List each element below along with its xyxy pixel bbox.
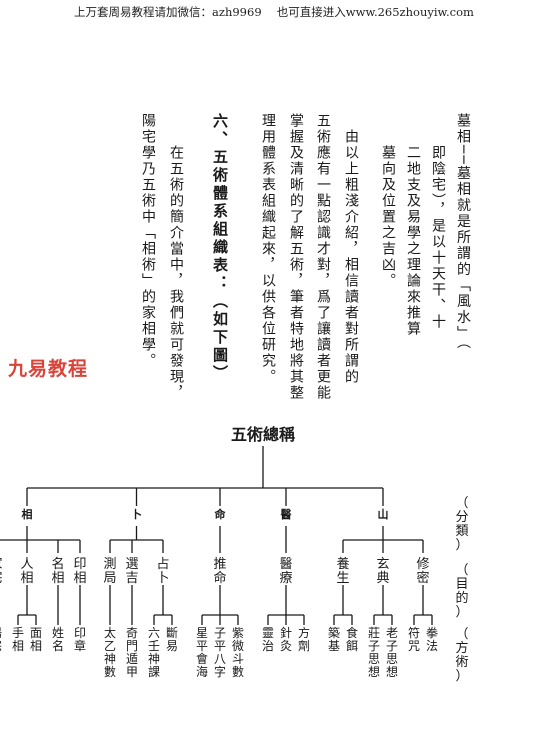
- legend-label: （目的）: [455, 563, 468, 620]
- method-label: 方劑: [298, 625, 310, 653]
- purpose-label: 家宅: [0, 556, 3, 586]
- text-column-2: 即陰宅），是以十天干、十: [430, 113, 446, 330]
- legend-label: （方術）: [455, 627, 468, 684]
- method-label: 食餌: [346, 625, 358, 653]
- purpose-label: 測局: [103, 557, 116, 586]
- header-banner: 上万套周易教程请加微信：azh9969 也可直接进入www.265zhouyiw…: [74, 5, 474, 19]
- method-label: 靈治: [262, 626, 274, 653]
- watermark-logo: 九易教程: [8, 358, 89, 380]
- method-label: 姓名: [52, 626, 64, 653]
- purpose-label: 玄典: [376, 557, 389, 586]
- text-column-8: 理用體系表組織起來，以供各位研究。: [260, 113, 276, 385]
- purpose-label: 人相: [20, 557, 33, 586]
- method-label: 符咒: [408, 625, 420, 653]
- purpose-label: 名相: [51, 556, 64, 586]
- text-column-4: 墓向及位置之吉凶。: [380, 113, 396, 289]
- method-label: 莊子思想: [368, 626, 380, 679]
- method-label: 拳法: [426, 625, 438, 653]
- category-label: 卜: [131, 508, 142, 521]
- method-label: 奇門遁甲: [126, 626, 138, 679]
- method-label: 築基: [328, 625, 340, 653]
- method-label: 面相: [30, 626, 42, 653]
- text-column-10: 在五術的簡介當中，我們就可發現，: [168, 113, 184, 401]
- diagram-title: 五術總稱: [231, 425, 295, 444]
- text-column-1: 墓相──墓相就是所謂的「風水」（: [455, 113, 471, 351]
- category-label: 醫: [281, 508, 292, 521]
- method-label: 六壬神課: [148, 626, 160, 679]
- method-label: 陽宅: [0, 626, 2, 653]
- category-label: 命: [214, 507, 227, 521]
- purpose-label: 推命: [213, 557, 226, 586]
- method-label: 太乙神數: [104, 625, 116, 679]
- purpose-label: 印相: [73, 557, 86, 586]
- text-column-7: 掌握及清晰的了解五術，筆者特地將其整: [288, 113, 304, 401]
- legend-label: （分類）: [455, 496, 468, 553]
- text-column-6: 五術應有一點認識才對，爲了讓讀者更能: [315, 113, 331, 401]
- purpose-label: 修密: [416, 557, 429, 586]
- purpose-label: 醫療: [279, 557, 292, 586]
- text-column-5: 由以上粗淺介紹，相信讀者對所謂的: [343, 113, 359, 385]
- purpose-label: 占卜: [156, 557, 169, 586]
- section-heading: 六、五術體系組織表：（如下圖）: [211, 113, 229, 383]
- method-label: 斷易: [166, 626, 178, 653]
- text-column-3: 二地支及易學之理論來推算: [405, 113, 421, 337]
- method-label: 老子思想: [386, 626, 398, 679]
- method-label: 手相: [12, 626, 24, 653]
- method-label: 印章: [74, 626, 86, 653]
- text-column-11: 陽宅學乃五術中「相術」的家相學。: [140, 113, 156, 369]
- purpose-label: 養生: [336, 556, 349, 586]
- method-label: 星平會海: [196, 626, 208, 679]
- method-label: 子平八字: [214, 626, 226, 679]
- category-label: 相: [22, 507, 33, 521]
- method-label: 針灸: [280, 625, 292, 653]
- category-label: 山: [378, 507, 389, 521]
- purpose-label: 選吉: [125, 557, 138, 586]
- method-label: 紫微斗數: [232, 626, 244, 679]
